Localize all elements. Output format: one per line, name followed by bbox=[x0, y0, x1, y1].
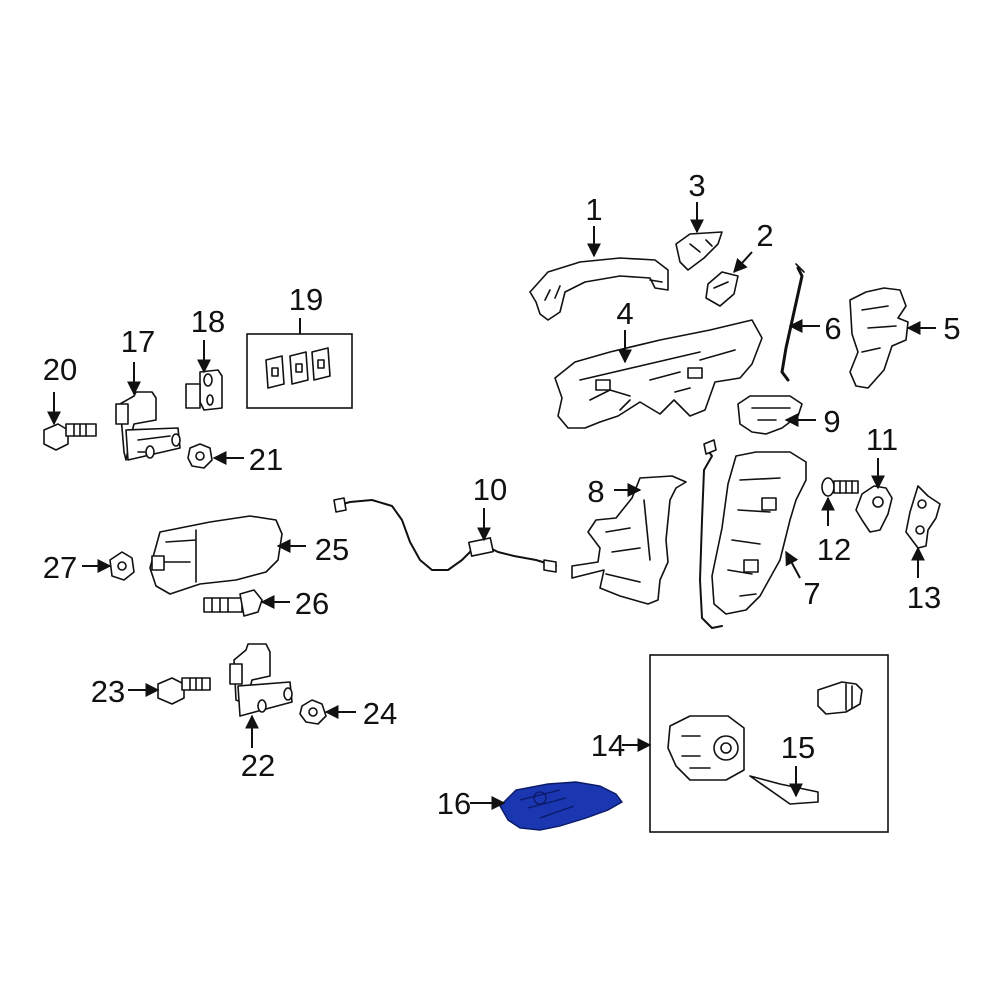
callout-22: 22 bbox=[241, 748, 275, 783]
callout-26: 26 bbox=[295, 586, 329, 621]
part-9-bracket[interactable] bbox=[737, 395, 803, 435]
callout-23: 23 bbox=[91, 674, 125, 709]
callout-5: 5 bbox=[943, 311, 960, 346]
part-6-rod[interactable] bbox=[780, 263, 805, 382]
part-27-nut[interactable] bbox=[109, 551, 135, 581]
part-18-hinge-half[interactable] bbox=[185, 369, 223, 411]
part-4-handle-carrier[interactable] bbox=[554, 319, 763, 429]
part-24-nut[interactable] bbox=[299, 699, 327, 725]
callout-10: 10 bbox=[473, 472, 507, 507]
part-5-bracket[interactable] bbox=[849, 287, 909, 389]
part-14-lock-cylinder-kit[interactable] bbox=[649, 654, 889, 833]
callout-numbers: 1 2 3 4 5 6 7 8 9 10 11 12 13 14 15 16 1… bbox=[43, 168, 961, 821]
callout-13: 13 bbox=[907, 580, 941, 615]
part-13-plate[interactable] bbox=[905, 485, 941, 549]
part-1-outside-handle[interactable] bbox=[529, 257, 669, 321]
leader-arrows bbox=[47, 202, 936, 810]
part-16-key-fob[interactable] bbox=[499, 781, 624, 831]
part-19-shim-kit[interactable] bbox=[246, 333, 353, 409]
part-3-handle-cap[interactable] bbox=[675, 231, 723, 271]
part-23-bolt[interactable] bbox=[157, 677, 211, 705]
callout-1: 1 bbox=[585, 192, 602, 227]
part-22-hinge[interactable] bbox=[229, 643, 293, 717]
callout-2: 2 bbox=[756, 218, 773, 253]
callout-12: 12 bbox=[817, 532, 851, 567]
callout-6: 6 bbox=[824, 311, 841, 346]
callout-4: 4 bbox=[616, 296, 633, 331]
callout-11: 11 bbox=[866, 422, 898, 457]
callout-20: 20 bbox=[43, 352, 77, 387]
callout-9: 9 bbox=[823, 404, 840, 439]
part-21-nut[interactable] bbox=[187, 443, 213, 469]
part-15-key-blade[interactable] bbox=[749, 775, 819, 805]
part-8-latch-housing[interactable] bbox=[571, 475, 687, 605]
part-12-bolt[interactable] bbox=[821, 477, 859, 497]
callout-3: 3 bbox=[688, 168, 705, 203]
part-10-cable[interactable] bbox=[333, 497, 557, 573]
callout-7: 7 bbox=[803, 576, 820, 611]
part-25-check-strap[interactable] bbox=[149, 515, 283, 595]
callout-21: 21 bbox=[249, 442, 283, 477]
callout-8: 8 bbox=[587, 474, 604, 509]
callout-25: 25 bbox=[315, 532, 349, 567]
callout-15: 15 bbox=[781, 730, 815, 765]
callout-24: 24 bbox=[363, 696, 397, 731]
part-20-bolt[interactable] bbox=[43, 423, 97, 451]
callout-16: 16 bbox=[437, 786, 471, 821]
part-26-bolt[interactable] bbox=[203, 589, 263, 617]
callout-18: 18 bbox=[191, 304, 225, 339]
part-7-latch[interactable] bbox=[699, 439, 807, 629]
callout-17: 17 bbox=[121, 324, 155, 359]
callout-19: 19 bbox=[289, 282, 323, 317]
part-11-striker[interactable] bbox=[855, 485, 893, 533]
callout-27: 27 bbox=[43, 550, 77, 585]
callout-14: 14 bbox=[591, 728, 625, 763]
part-2-clip[interactable] bbox=[705, 271, 739, 307]
part-17-hinge[interactable] bbox=[115, 391, 181, 461]
